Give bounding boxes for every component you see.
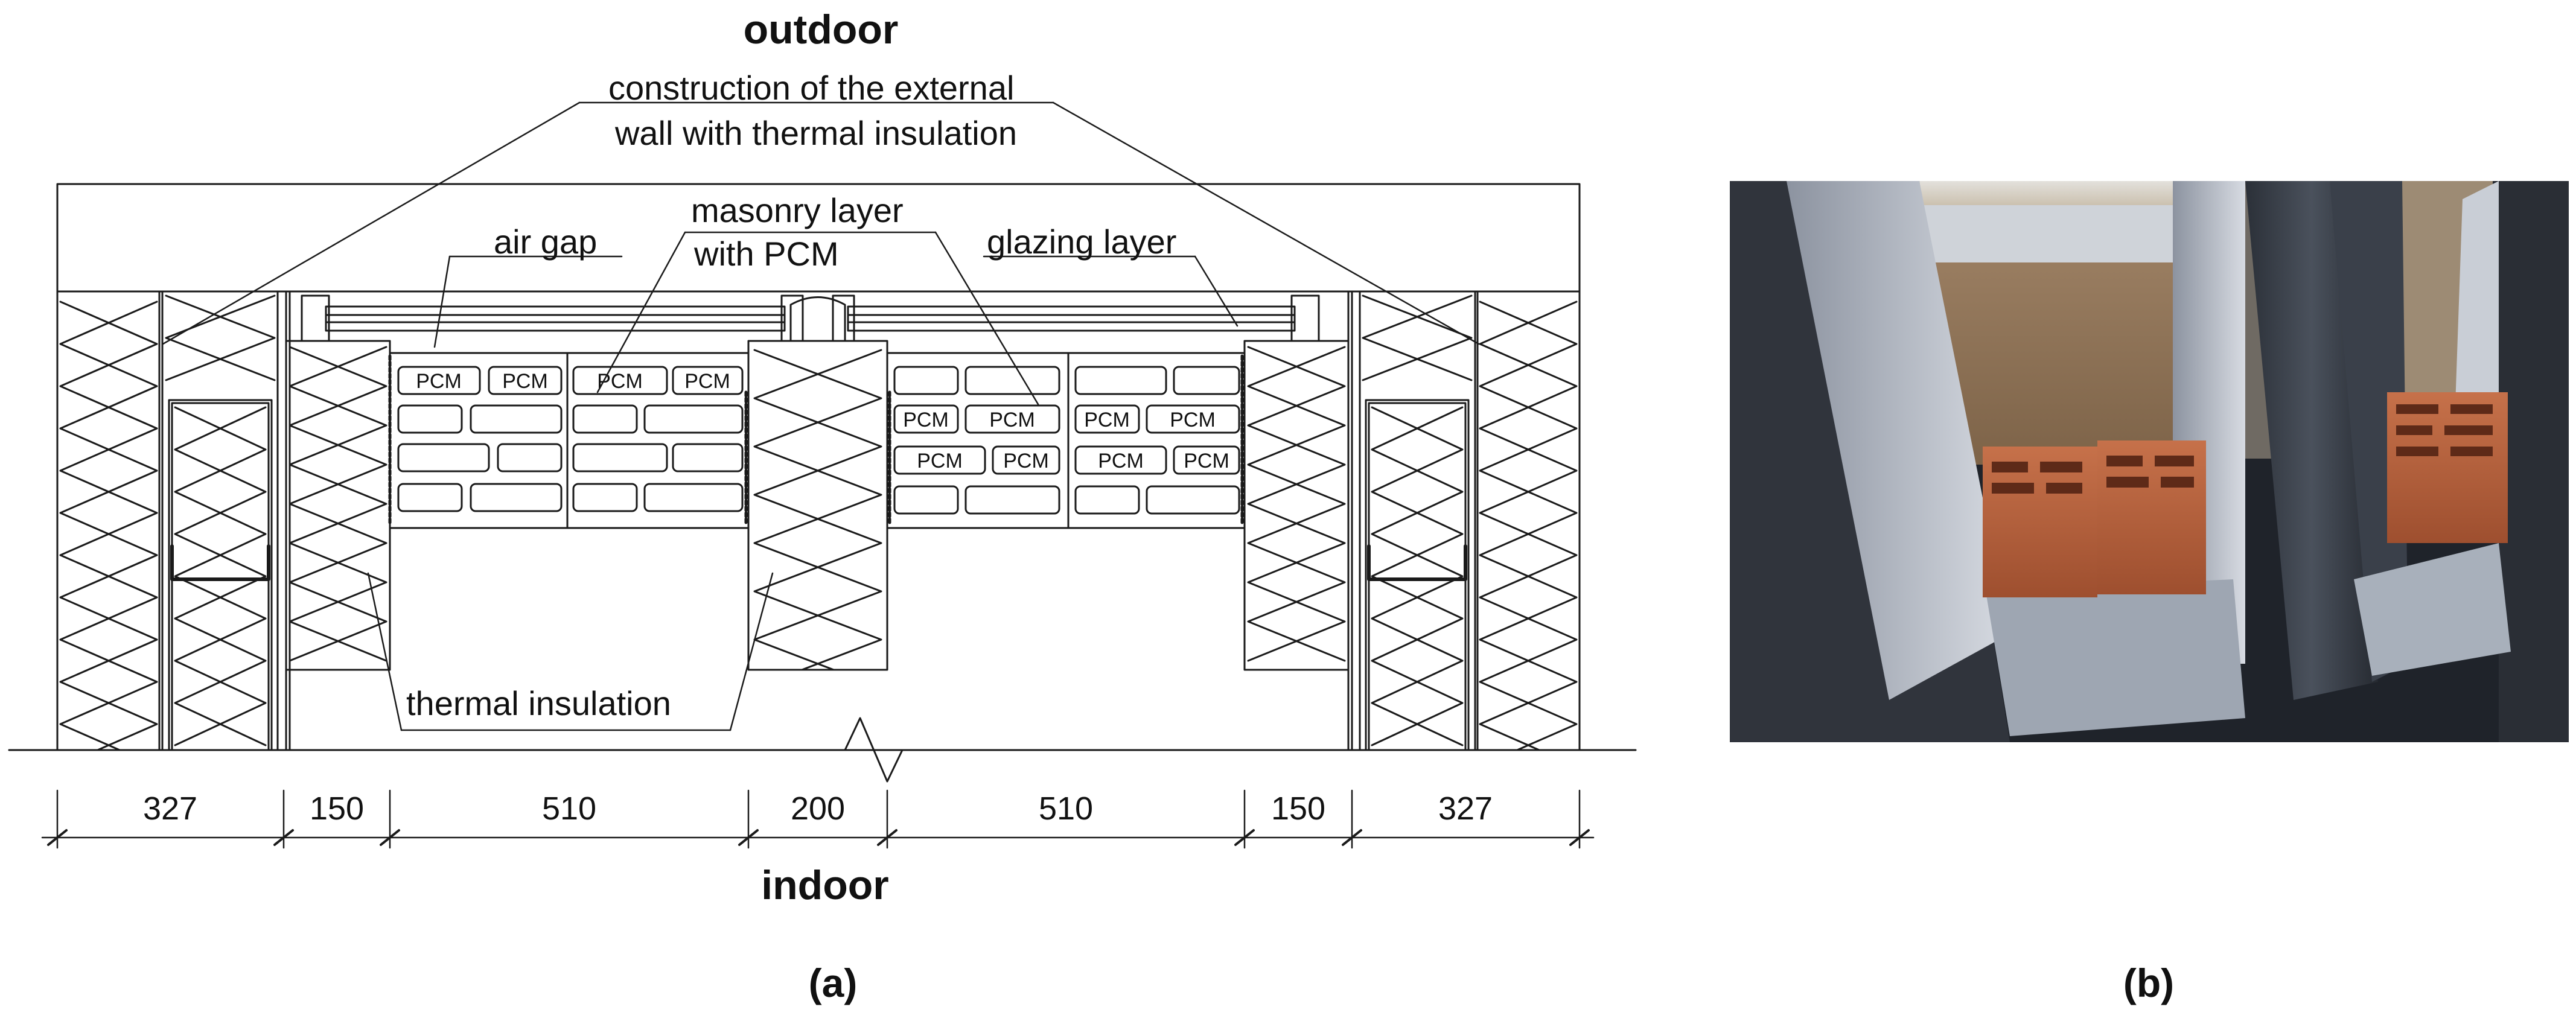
- pcm-label: PCM: [917, 450, 963, 472]
- pcm-label: PCM: [989, 409, 1035, 431]
- callout-external-wall-line2: wall with thermal insulation: [614, 114, 1017, 152]
- outdoor-label: outdoor: [744, 7, 899, 52]
- glazing-layer: [301, 294, 1320, 342]
- pcm-label: PCM: [1003, 450, 1049, 472]
- dimension-value: 327: [1438, 790, 1493, 827]
- dimension-values: 327 150 510 200 510 150 327: [143, 790, 1493, 827]
- middle-insulation-column: [747, 296, 888, 671]
- pcm-label: PCM: [1098, 450, 1144, 472]
- dimension-value: 327: [143, 790, 197, 827]
- callout-masonry-line1: masonry layer: [691, 191, 904, 229]
- hollow-brick-samples: [1983, 392, 2508, 597]
- inner-insulation-right: [1243, 340, 1350, 671]
- leader-lines: [162, 101, 1480, 731]
- panel-a-section-drawing: outdoor: [8, 7, 1637, 1005]
- dimension-value: 150: [310, 790, 364, 827]
- callout-external-wall: construction of the external wall with t…: [608, 69, 1024, 152]
- pcm-label: PCM: [597, 370, 643, 393]
- dimension-line: [41, 789, 1595, 849]
- panel-b-caption: (b): [2123, 961, 2174, 1005]
- panel-a-caption: (a): [809, 961, 858, 1005]
- panel-b-photo: (b): [1730, 181, 2569, 1005]
- left-external-wall: [59, 290, 291, 751]
- callout-masonry: masonry layer with PCM: [691, 191, 913, 273]
- pcm-label: PCM: [1170, 409, 1216, 431]
- callout-air-gap: air gap: [494, 223, 597, 261]
- inner-insulation-left: [285, 340, 391, 671]
- pcm-label: PCM: [903, 409, 949, 431]
- masonry-left: PCM PCM PCM PCM: [388, 352, 750, 529]
- pcm-label: PCM: [1184, 450, 1229, 472]
- dimension-value: 510: [1039, 790, 1093, 827]
- pcm-label: PCM: [416, 370, 462, 393]
- dimension-value: 150: [1271, 790, 1325, 827]
- dimension-value: 510: [542, 790, 596, 827]
- indoor-label: indoor: [761, 862, 889, 908]
- callout-external-wall-line1: construction of the external: [608, 69, 1014, 107]
- pcm-label: PCM: [684, 370, 730, 393]
- masonry-right: PCM PCM PCM PCM PCM PCM PCM PCM: [886, 352, 1246, 529]
- callout-masonry-line2: with PCM: [693, 235, 839, 273]
- dimension-value: 200: [791, 790, 845, 827]
- right-external-wall: [1347, 290, 1578, 751]
- callout-glazing: glazing layer: [987, 223, 1176, 261]
- pcm-label: PCM: [502, 370, 548, 393]
- pcm-label: PCM: [1084, 409, 1130, 431]
- ground-break-line: [8, 717, 1637, 783]
- callout-thermal-insulation: thermal insulation: [406, 684, 671, 722]
